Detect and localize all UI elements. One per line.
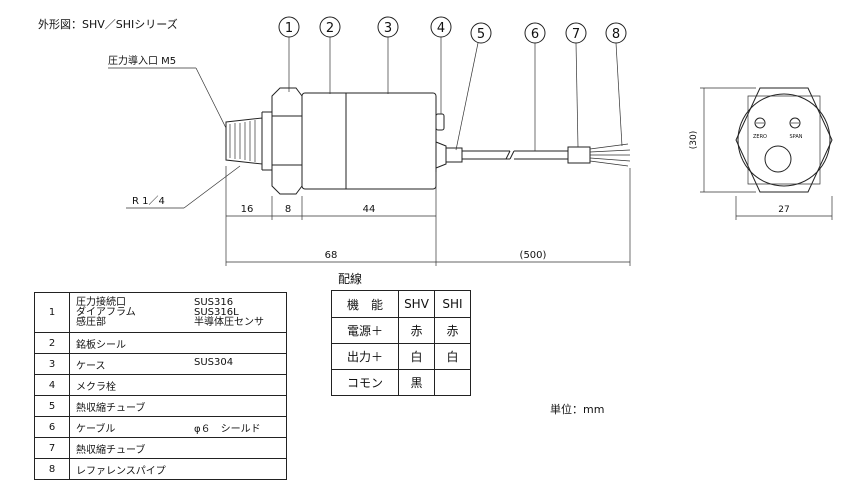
wiring-header: SHV (398, 290, 435, 318)
wiring-cell: 黒 (398, 369, 435, 396)
callout-7: 7 (572, 27, 580, 42)
callout-5: 5 (477, 27, 485, 42)
part-no: 2 (34, 332, 70, 354)
parts-row: 2 銘板シール (34, 332, 287, 354)
part-name: 熱収縮チューブ (76, 444, 146, 456)
wiring-row: 電源＋ 赤 赤 (331, 317, 471, 344)
part-material: 半導体圧センサ (194, 316, 264, 328)
parts-row: 7 熱収縮チューブ (34, 437, 287, 459)
parts-row: 1 圧力接続口 ダイアフラム 感圧部 SUS316 SUS316L 半導体圧セン… (34, 292, 287, 333)
part-name: 熱収縮チューブ (76, 402, 146, 414)
wiring-cell: 赤 (434, 317, 471, 344)
svg-text:(30): (30) (689, 131, 699, 149)
case-body (301, 92, 447, 190)
thread-tip (225, 111, 273, 171)
part-name: レファレンスパイプ (76, 465, 166, 477)
wiring-table: 機 能 SHV SHI 電源＋ 赤 赤 出力＋ 白 白 コモン 黒 (331, 290, 471, 396)
figure-title: 外形図：SHV／SHIシリーズ (38, 18, 178, 31)
zero-label: ZERO (753, 134, 767, 140)
part-no: 4 (34, 374, 70, 396)
callout-8: 8 (612, 27, 620, 42)
parts-row: 6 ケーブル φ６ シールド (34, 416, 287, 438)
dimensions-side: 16 8 44 68 (500) (225, 166, 631, 266)
part-material: SUS304 (194, 356, 234, 368)
wiring-cell: コモン (331, 369, 399, 396)
wiring-cell: 電源＋ (331, 317, 399, 344)
callout-3: 3 (384, 21, 392, 36)
end-view: ZERO SPAN (30) 27 (689, 87, 833, 220)
part-no: 6 (34, 416, 70, 438)
svg-text:(500): (500) (520, 250, 547, 261)
svg-text:68: 68 (325, 250, 338, 261)
wiring-cell: 白 (398, 343, 435, 370)
pressure-port-label: 圧力導入口 M5 (108, 54, 227, 129)
parts-row: 5 熱収縮チューブ (34, 395, 287, 417)
wiring-header: SHI (434, 290, 471, 318)
part-desc: 圧力接続口 ダイアフラム 感圧部 SUS316 SUS316L 半導体圧センサ (69, 292, 287, 333)
unit-note: 単位：mm (550, 403, 605, 416)
part-name: 銘板シール (76, 339, 126, 351)
parts-row: 3 ケース SUS304 (34, 353, 287, 375)
svg-text:R 1／4: R 1／4 (132, 195, 165, 207)
wiring-cell: 出力＋ (331, 343, 399, 370)
wiring-cell: 赤 (398, 317, 435, 344)
wiring-title: 配線 (338, 272, 363, 286)
parts-row: 4 メクラ栓 (34, 374, 287, 396)
part-name: ダイアフラム (76, 306, 136, 318)
span-label: SPAN (789, 134, 802, 140)
parts-table: 1 圧力接続口 ダイアフラム 感圧部 SUS316 SUS316L 半導体圧セン… (34, 292, 287, 480)
callout-4: 4 (437, 21, 445, 36)
part-name: 感圧部 (76, 316, 106, 328)
svg-text:圧力導入口 M5: 圧力導入口 M5 (108, 54, 176, 67)
part-name: メクラ栓 (76, 381, 116, 393)
callout-1: 1 (285, 21, 293, 36)
part-no: 8 (34, 458, 70, 480)
svg-text:8: 8 (285, 204, 291, 215)
wiring-row: コモン 黒 (331, 369, 471, 396)
wiring-cell: 白 (434, 343, 471, 370)
thread-label: R 1／4 (126, 165, 241, 209)
wiring-header: 機 能 (331, 290, 399, 318)
part-no: 5 (34, 395, 70, 417)
hex-nut (271, 87, 303, 195)
wiring-cell (434, 369, 471, 396)
part-no: 1 (34, 292, 70, 333)
callout-6: 6 (531, 27, 539, 42)
part-material: φ６ シールド (194, 423, 261, 435)
callout-2: 2 (326, 21, 334, 36)
wiring-header-row: 機 能 SHV SHI (331, 290, 471, 318)
part-material: SUS316 (194, 296, 234, 308)
wiring-row: 出力＋ 白 白 (331, 343, 471, 370)
svg-text:44: 44 (363, 204, 376, 215)
part-material: SUS316L (194, 306, 239, 318)
part-name: ケース (76, 360, 106, 372)
part-no: 7 (34, 437, 70, 459)
part-no: 3 (34, 353, 70, 375)
cable (445, 143, 631, 167)
svg-text:27: 27 (778, 205, 789, 215)
part-name: 圧力接続口 (76, 296, 126, 308)
callouts: 1 2 3 4 5 6 7 8 (278, 16, 627, 151)
parts-row: 8 レファレンスパイプ (34, 458, 287, 480)
part-name: ケーブル (76, 423, 116, 435)
svg-text:16: 16 (241, 204, 254, 215)
